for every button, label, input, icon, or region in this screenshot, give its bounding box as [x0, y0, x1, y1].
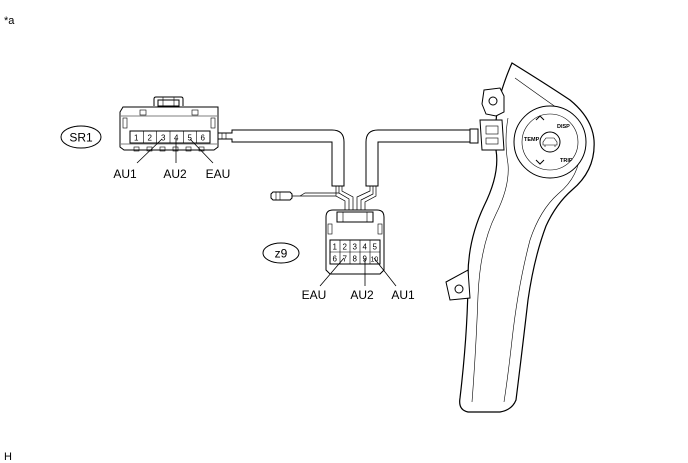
sr1-pin-4: 4 [174, 134, 179, 143]
sr1-pin-6: 6 [201, 134, 206, 143]
sr1-callout-label: SR1 [69, 131, 93, 145]
steering-switch-assembly: DISP TEMP TRIP [445, 62, 595, 413]
sr1-pin-1: 1 [134, 134, 139, 143]
z9-label-eau: EAU [302, 288, 327, 302]
z9-pin-7: 7 [343, 255, 348, 264]
z9-callout-label: z9 [275, 247, 288, 261]
sr1-label-au1: AU1 [113, 167, 137, 181]
z9-leaders [319, 257, 397, 287]
z9-pin-3: 3 [353, 243, 358, 252]
z9-label-au2: AU2 [350, 288, 374, 302]
z9-pin-2: 2 [343, 243, 348, 252]
connector-sr1: 1 2 3 4 5 6 [119, 96, 219, 152]
sr1-pin-2: 2 [148, 134, 153, 143]
z9-pin-8: 8 [353, 255, 358, 264]
chevron-down-icon [535, 159, 545, 165]
z9-callout-bubble [262, 242, 300, 264]
sr1-pin-5: 5 [188, 134, 193, 143]
switch-label-temp: TEMP [524, 137, 540, 143]
figure-mark-bottom: H [4, 451, 12, 463]
z9-pin-4: 4 [363, 243, 368, 252]
sr1-label-au2: AU2 [163, 167, 187, 181]
sr1-callout-bubble [60, 125, 102, 149]
sr1-pin-3: 3 [161, 134, 166, 143]
car-icon [542, 137, 558, 147]
switch-label-disp: DISP [557, 124, 570, 130]
sr1-leaders [136, 138, 214, 164]
wire-harness [217, 128, 479, 212]
z9-label-au1: AU1 [391, 288, 415, 302]
figure-mark-top: *a [4, 15, 15, 27]
z9-pin-10: 10 [371, 257, 379, 264]
z9-pin-6: 6 [333, 255, 338, 264]
switch-label-trip: TRIP [560, 158, 573, 164]
chevron-up-icon [535, 115, 545, 121]
z9-pin-5: 5 [373, 243, 378, 252]
z9-pin-1: 1 [333, 243, 338, 252]
connector-z9: 1 2 3 4 5 6 7 8 9 10 [325, 209, 385, 275]
sr1-label-eau: EAU [206, 167, 231, 181]
